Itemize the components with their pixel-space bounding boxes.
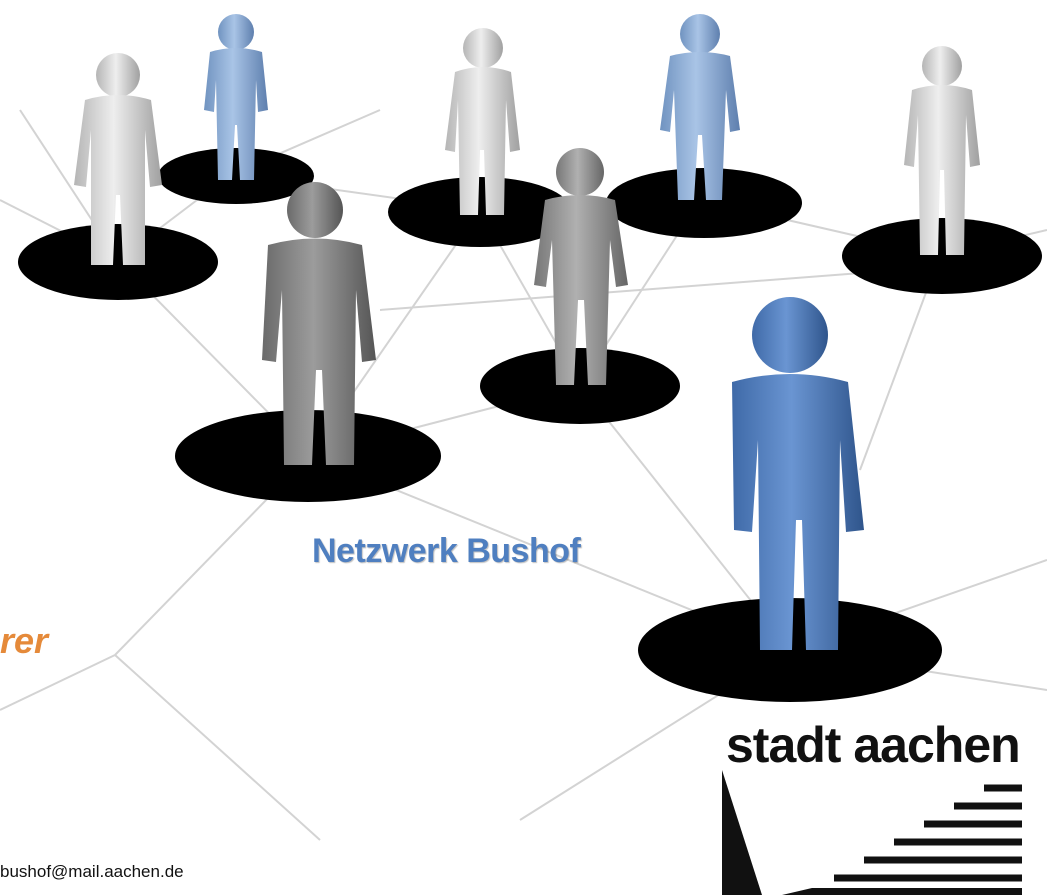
partial-heading: rer <box>0 620 49 661</box>
logo-text: stadt aachen <box>726 717 1021 773</box>
person-figure-icon <box>904 46 980 255</box>
city-logo: stadt aachen <box>722 700 1022 895</box>
person-figure-icon <box>732 297 864 650</box>
disc <box>480 348 680 424</box>
person-figure-icon <box>660 14 740 200</box>
person-figure-icon <box>204 14 268 180</box>
discs <box>18 148 1042 702</box>
network-title: Netzwerk Bushof <box>312 532 581 570</box>
disc <box>842 218 1042 294</box>
disc <box>606 168 802 238</box>
person-figure-icon <box>74 53 162 265</box>
person-figure-icon <box>262 182 376 465</box>
person-figure-icon <box>445 28 520 215</box>
contact-email[interactable]: bushof@mail.aachen.de <box>0 862 184 881</box>
disc <box>158 148 314 204</box>
city-logo-icon <box>722 770 1022 895</box>
disc <box>388 177 572 247</box>
disc <box>18 224 218 300</box>
person-figure-icon <box>534 148 628 385</box>
